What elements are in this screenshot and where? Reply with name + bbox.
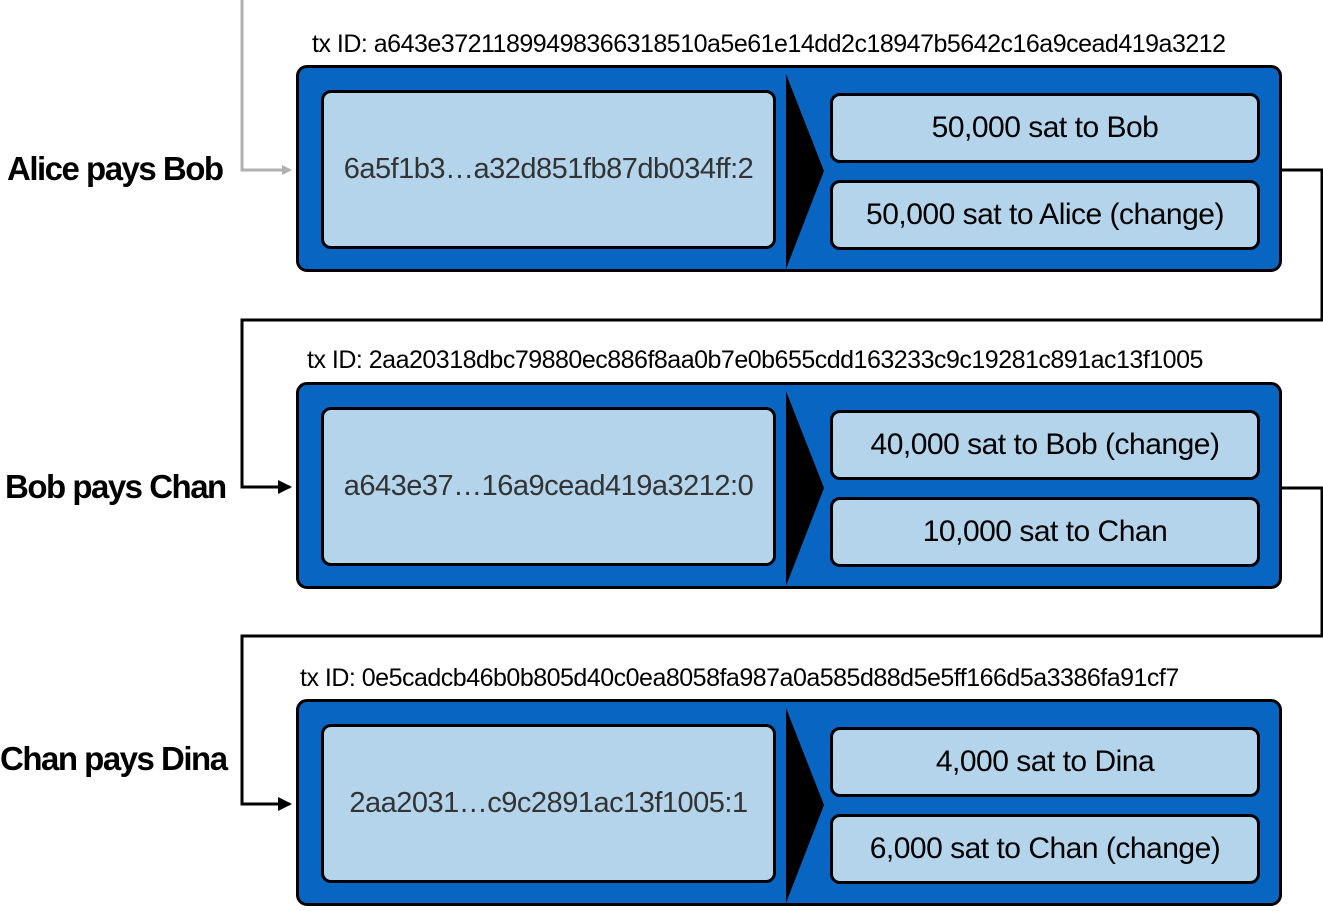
transaction-box: a643e37…16a9cead419a3212:0 40,000 sat to… [296,382,1282,589]
tx-input: a643e37…16a9cead419a3212:0 [321,407,776,566]
arrow-right-icon [786,74,824,269]
transaction-box: 2aa2031…c9c2891ac13f1005:1 4,000 sat to … [296,699,1282,906]
tx-id: tx ID: 2aa20318dbc79880ec886f8aa0b7e0b65… [307,346,1203,374]
arrow-right-icon [786,708,824,903]
tx-output: 10,000 sat to Chan [830,497,1260,567]
tx-output: 6,000 sat to Chan (change) [830,814,1260,884]
incoming-arrow [240,0,292,175]
tx-label-bob-pays-chan: Bob pays Chan [5,468,227,505]
tx-id: tx ID: a643e37211899498366318510a5e61e14… [312,30,1226,58]
tx-label-alice-pays-bob: Alice pays Bob [7,150,224,187]
tx-output: 50,000 sat to Alice (change) [830,180,1260,250]
tx-output: 4,000 sat to Dina [830,727,1260,797]
arrow-right-icon [786,391,824,586]
tx-label-chan-pays-dina: Chan pays Dina [0,740,228,777]
tx-input: 6a5f1b3…a32d851fb87db034ff:2 [321,90,776,249]
link-arrow-2 [240,486,1323,811]
tx-input: 2aa2031…c9c2891ac13f1005:1 [321,724,776,883]
tx-output: 40,000 sat to Bob (change) [830,410,1260,480]
tx-output: 50,000 sat to Bob [830,93,1260,163]
tx-id: tx ID: 0e5cadcb46b0b805d40c0ea8058fa987a… [300,664,1179,692]
link-arrow-1 [240,168,1323,494]
transaction-box: 6a5f1b3…a32d851fb87db034ff:2 50,000 sat … [296,65,1282,272]
